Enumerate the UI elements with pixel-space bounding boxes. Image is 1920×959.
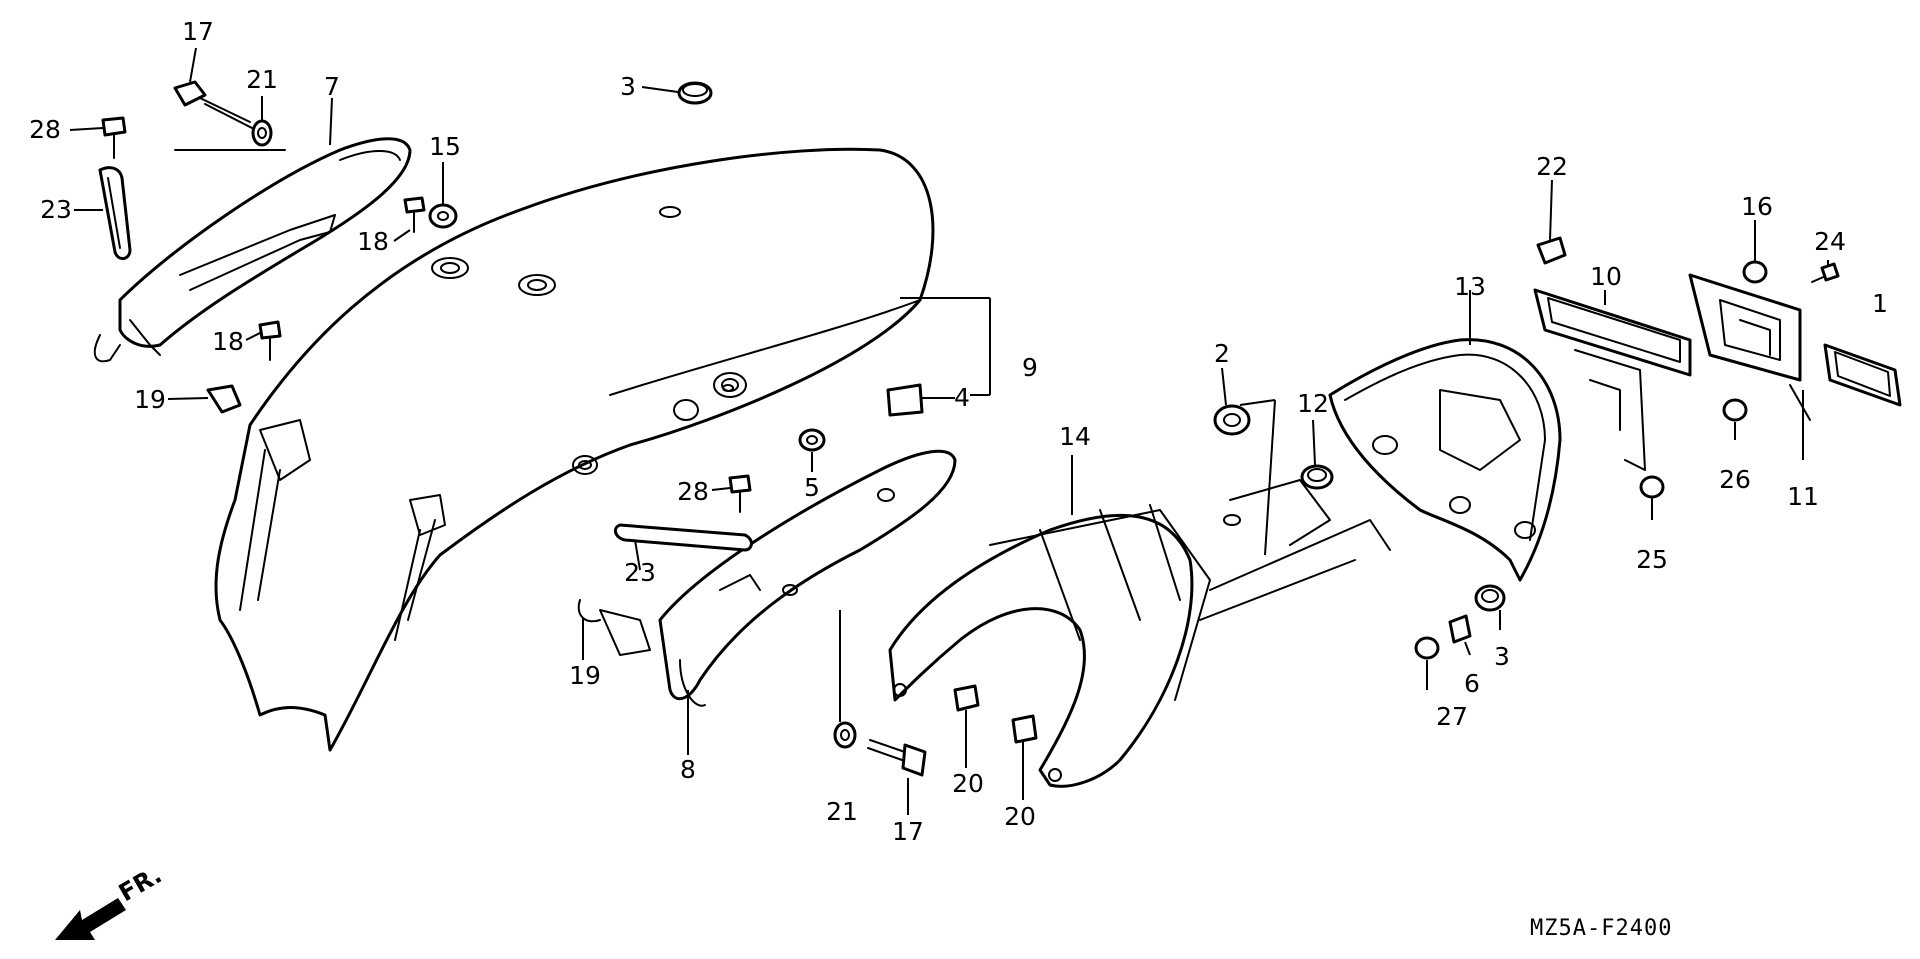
callout-21: 21 [246, 65, 278, 94]
collar-6 [1448, 614, 1472, 644]
bolt-28-lower [728, 474, 752, 513]
callout-6: 6 [1464, 669, 1480, 698]
callout-24: 24 [1814, 227, 1846, 256]
washer-21-lower [833, 721, 857, 749]
nut-20-right [1011, 714, 1038, 744]
callout-23: 23 [624, 558, 656, 587]
callout-28: 28 [29, 115, 61, 144]
screw-24 [1811, 262, 1840, 283]
callout-11: 11 [1787, 482, 1819, 511]
left-fender-trim-part [93, 137, 412, 363]
callout-21: 21 [826, 797, 858, 826]
callout-7: 7 [324, 72, 340, 101]
mount-bracket-part [1688, 273, 1811, 421]
rear-fender-part [214, 147, 935, 752]
nut-27 [1414, 636, 1440, 660]
callout-25: 25 [1636, 545, 1668, 574]
callout-4: 4 [954, 383, 970, 412]
callout-18: 18 [357, 227, 389, 256]
license-bracket-housing-part [1328, 338, 1562, 582]
callout-20: 20 [952, 769, 984, 798]
callout-20: 20 [1004, 802, 1036, 831]
inner-fender-part [888, 479, 1391, 788]
front-direction-indicator: FR. [55, 861, 166, 940]
callout-27: 27 [1436, 702, 1468, 731]
callout-23: 23 [40, 195, 72, 224]
front-direction-label: FR. [114, 861, 166, 907]
nut-16 [1742, 260, 1768, 284]
nut-20-left [953, 684, 980, 712]
callout-26: 26 [1719, 465, 1751, 494]
callout-5: 5 [804, 473, 820, 502]
bolt-17-lower [867, 739, 927, 777]
callout-15: 15 [429, 132, 461, 161]
callout-labels: 17 21 7 28 23 15 18 18 19 3 9 4 5 28 23 … [29, 17, 1888, 846]
callout-3: 3 [620, 72, 636, 101]
bolt-28-upper [101, 116, 127, 159]
clip-19-left [206, 384, 242, 414]
callout-28: 28 [677, 477, 709, 506]
callout-1: 1 [1872, 289, 1888, 318]
grommet-5 [798, 428, 826, 452]
callout-2: 2 [1214, 339, 1230, 368]
strap-23-lower [613, 523, 753, 552]
bolt-18-lower [258, 320, 282, 361]
grommet-2 [1213, 404, 1251, 436]
callout-12: 12 [1297, 389, 1329, 418]
callout-18: 18 [212, 327, 244, 356]
callout-10: 10 [1590, 262, 1622, 291]
callout-19: 19 [134, 385, 166, 414]
callout-8: 8 [680, 755, 696, 784]
plate-frame-part [1533, 288, 1692, 471]
callout-22: 22 [1536, 152, 1568, 181]
callout-19: 19 [569, 661, 601, 690]
bolt-18-upper [403, 196, 426, 233]
callout-17: 17 [892, 817, 924, 846]
bolt-17-upper [173, 80, 253, 129]
callout-9: 9 [1022, 353, 1038, 382]
drawing-code: MZ5A-F2400 [1530, 916, 1672, 941]
reflector-part [1823, 343, 1902, 407]
cap-4 [886, 383, 924, 417]
front-arrow-icon [55, 898, 126, 940]
nut-22 [1536, 236, 1567, 265]
leader-lines [69, 47, 1829, 815]
nut-15 [428, 203, 458, 229]
callout-17: 17 [182, 17, 214, 46]
callout-13: 13 [1454, 272, 1486, 301]
nut-26 [1722, 398, 1748, 422]
callout-3: 3 [1494, 642, 1510, 671]
grommet-12 [1300, 464, 1334, 490]
callout-14: 14 [1059, 422, 1091, 451]
grommet-3-right [1474, 584, 1506, 612]
grommet-3-top [677, 81, 713, 105]
nut-25 [1639, 475, 1665, 499]
callout-16: 16 [1741, 192, 1773, 221]
washer-21-upper [251, 119, 273, 147]
strap-23-upper [98, 166, 132, 260]
